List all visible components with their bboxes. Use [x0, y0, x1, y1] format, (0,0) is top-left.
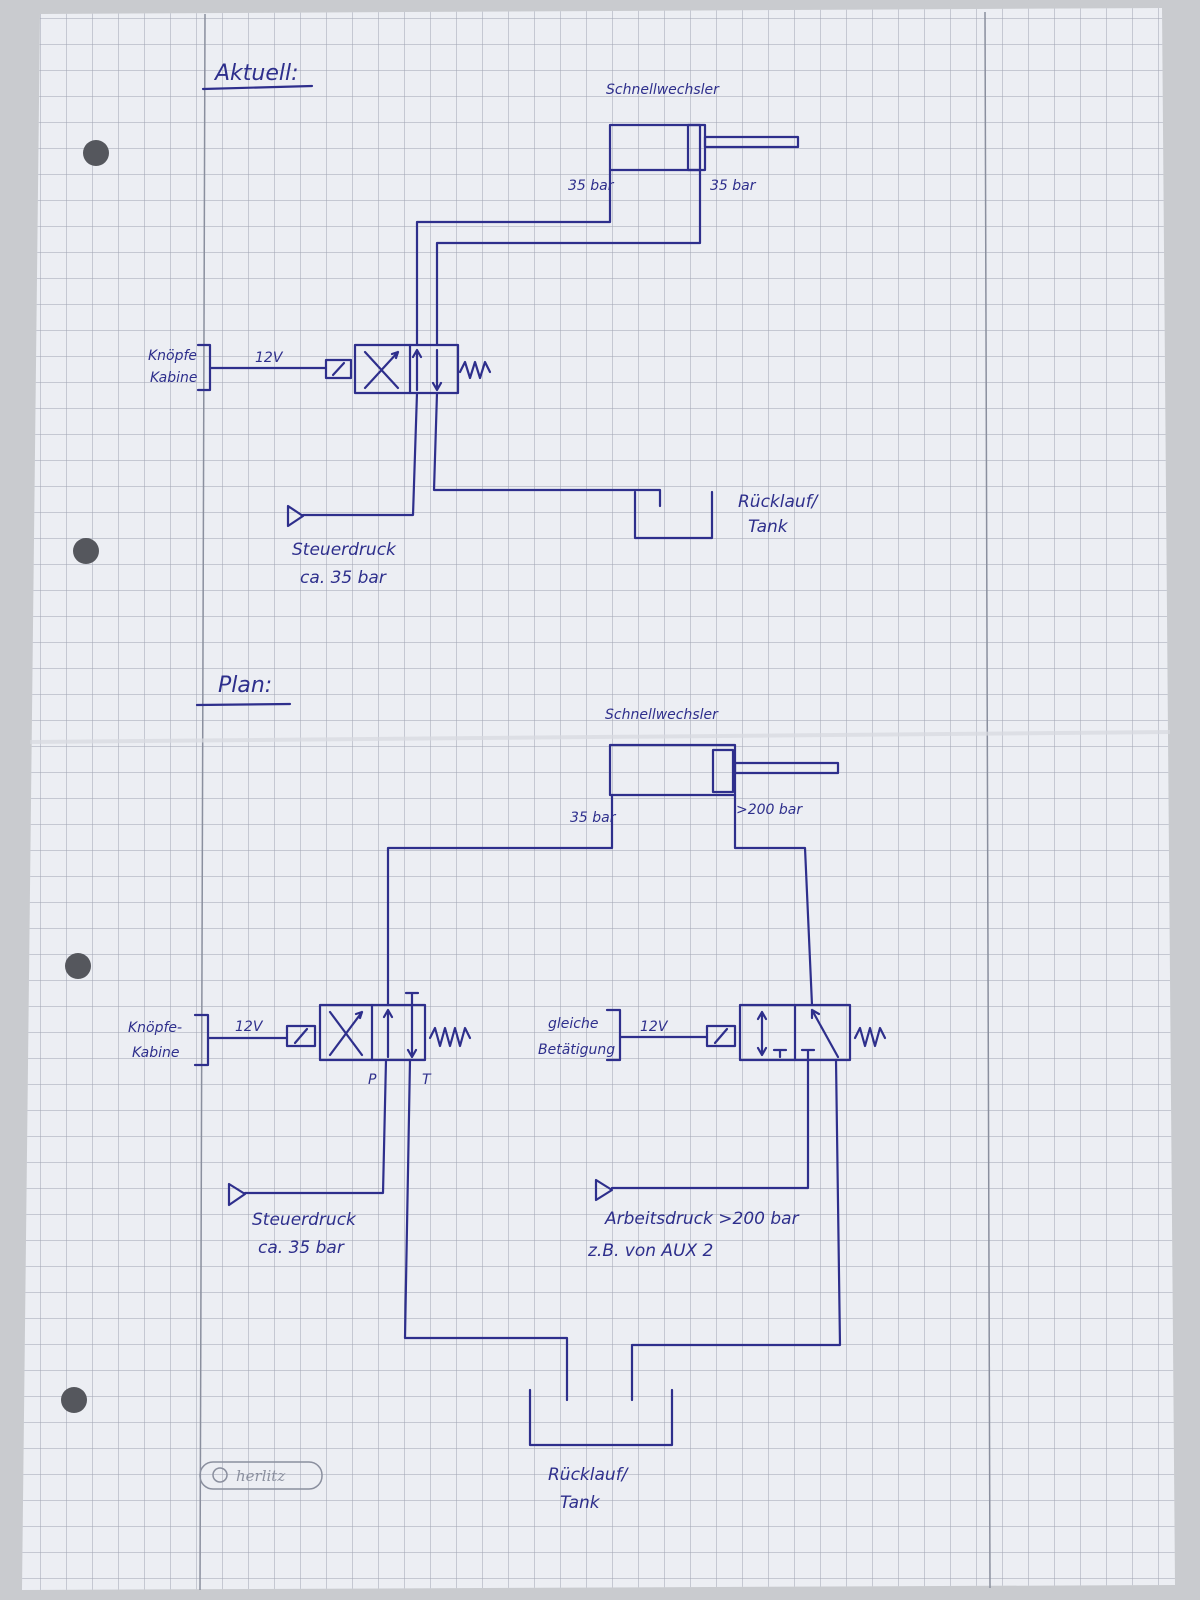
control-source-line1: Knöpfe-: [128, 1020, 182, 1036]
spring-icon: [428, 1026, 472, 1048]
work-pressure-line1: Arbeitsdruck >200 bar: [604, 1209, 800, 1229]
hydraulic-line-a: [386, 793, 614, 1007]
cylinder-label: Schnellwechsler: [605, 707, 719, 723]
pilot-pressure-line1: Steuerdruck: [292, 540, 397, 560]
svg-text:herlitz: herlitz: [236, 1467, 285, 1485]
tank-icon: [528, 1388, 674, 1447]
port-p-label: P: [368, 1072, 377, 1088]
heading-plan: Plan:: [218, 673, 272, 698]
control-bracket-second: [605, 1008, 622, 1062]
grid-lines: [22, 8, 1175, 1590]
port-pressure-left: 35 bar: [570, 810, 617, 826]
hydraulic-line-a: [415, 168, 612, 347]
port-pressure-left: 35 bar: [568, 178, 615, 194]
second-control-line1: gleiche: [548, 1016, 598, 1032]
control-source-line2: Kabine: [132, 1045, 180, 1061]
port-t-label: T: [422, 1072, 432, 1088]
pilot-line: [243, 1058, 388, 1195]
work-pressure-line2: z.B. von AUX 2: [587, 1241, 713, 1261]
herlitz-logo: herlitz: [199, 1461, 323, 1490]
return-line-left: [403, 1058, 569, 1402]
return-label-line1: Rücklauf/: [738, 492, 820, 512]
pilot-pressure-line2: ca. 35 bar: [258, 1238, 345, 1258]
return-label-line2: Tank: [748, 517, 789, 537]
work-pressure-line: [610, 1058, 810, 1190]
second-voltage-label: 12V: [640, 1019, 669, 1035]
directional-valve-second: [705, 1003, 887, 1062]
heading-underline: [195, 702, 292, 707]
paper-fold: [29, 730, 1171, 744]
margin-line-left: [199, 13, 206, 1591]
cylinder-current: Schnellwechsler: [606, 82, 800, 172]
hydraulic-line-b: [435, 168, 702, 347]
pilot-pressure-line2: ca. 35 bar: [300, 568, 387, 588]
return-line-right: [630, 1058, 842, 1402]
control-bracket: [193, 1013, 210, 1067]
return-label-line1: Rücklauf/: [548, 1465, 630, 1485]
voltage-label: 12V: [235, 1019, 264, 1035]
cylinder-plan: Schnellwechsler: [605, 707, 840, 797]
hydraulic-line-b: [733, 793, 814, 1007]
pilot-pressure-line1: Steuerdruck: [252, 1210, 357, 1230]
spring-icon: [853, 1026, 887, 1048]
control-source-line1: Knöpfe: [148, 348, 197, 364]
pressure-source-triangle-icon: [286, 504, 305, 528]
pressure-source-triangle-icon: [227, 1182, 247, 1207]
control-source-line2: Kabine: [150, 370, 198, 386]
port-pressure-right: 35 bar: [710, 178, 757, 194]
punch-holes: [61, 140, 109, 1413]
port-pressure-right: >200 bar: [736, 802, 803, 818]
directional-valve-current: [324, 343, 492, 395]
pilot-line: [301, 391, 419, 517]
heading-current: Aktuell:: [213, 61, 299, 86]
cylinder-label: Schnellwechsler: [606, 82, 720, 98]
margin-line-right: [984, 11, 991, 1589]
directional-valve-plan: [285, 991, 472, 1062]
second-control-line2: Betätigung: [538, 1042, 615, 1058]
pressure-source-triangle-icon: [594, 1178, 614, 1202]
voltage-label: 12V: [255, 350, 284, 366]
return-line: [432, 391, 662, 508]
heading-underline: [201, 84, 314, 91]
spring-icon: [458, 360, 492, 380]
tank-icon: [633, 490, 714, 540]
return-label-line2: Tank: [560, 1493, 601, 1513]
solenoid-icon: [285, 1024, 317, 1048]
